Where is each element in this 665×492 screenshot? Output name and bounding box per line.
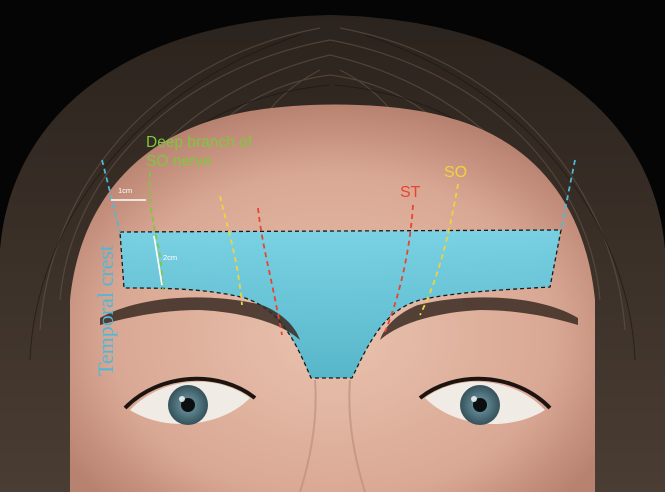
temporal-crest-label: Temporal crest [95,245,117,376]
deep-branch-so-nerve-label: Deep branch of SO nerve [146,133,252,171]
so-label: SO [444,165,467,181]
one-cm-label: 1cm [118,187,132,195]
st-label: ST [400,185,420,201]
two-cm-label: 2cm [163,254,177,262]
